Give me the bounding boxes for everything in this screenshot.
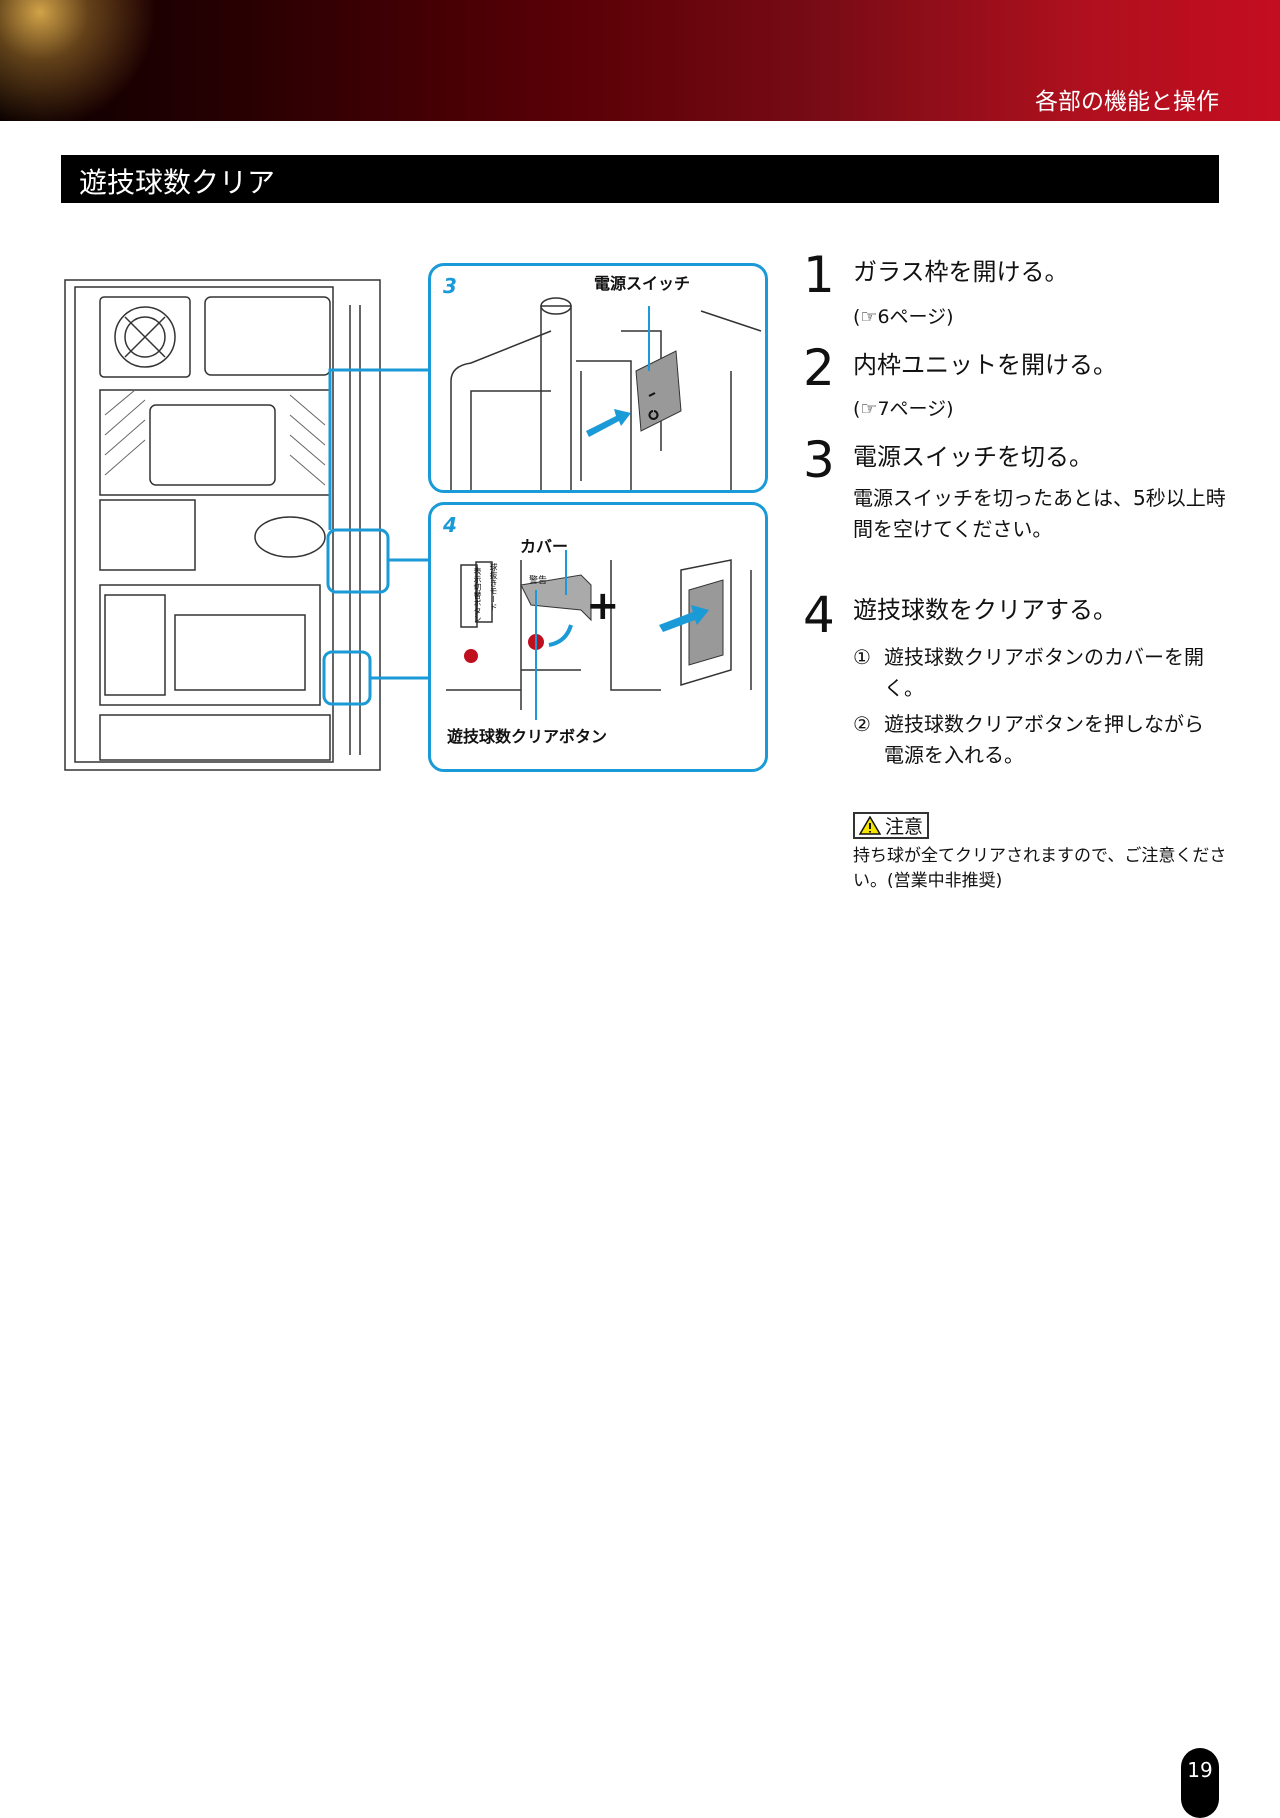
step-number: 4 <box>803 586 835 644</box>
page-reference[interactable]: (☞7ページ) <box>853 398 954 420</box>
power-switch-illustration <box>450 297 762 490</box>
step3-detail-panel: 3 電源スイッチ <box>428 263 768 493</box>
warning-tag: 警告 <box>529 576 548 586</box>
panel-number: 3 <box>443 274 457 298</box>
substep-marker: ② <box>853 712 871 736</box>
clear-button-label: 遊技球数クリアボタン <box>447 727 608 746</box>
substep-text: 遊技球数クリアボタンを押しながら電源を入れる。 <box>884 712 1204 767</box>
substep: ② 遊技球数クリアボタンを押しながら電源を入れる。 <box>853 709 1223 771</box>
step-number: 2 <box>803 339 835 397</box>
warning-triangle-icon <box>859 816 881 835</box>
step-number: 3 <box>803 431 835 489</box>
panel-number: 4 <box>443 513 457 537</box>
tag-display-switch: 表示切替ボタン <box>473 567 482 623</box>
caution-badge: 注意 <box>853 812 930 839</box>
caution-label: 注意 <box>885 816 924 838</box>
page-title: 遊技球数クリア <box>61 155 1219 203</box>
substep-marker: ① <box>853 645 871 669</box>
plus-sign: + <box>586 583 620 629</box>
step4-detail-panel: 4 カバー 遊技球数クリアボタン + 球抜きモード 表示切替ボタン 警告 <box>428 502 768 772</box>
page-number: 19 <box>1181 1748 1219 1818</box>
step-text: ガラス枠を開ける。 <box>853 258 1069 286</box>
substep: ① 遊技球数クリアボタンのカバーを開く。 <box>853 642 1223 704</box>
step-text: 遊技球数をクリアする。 <box>853 596 1117 624</box>
step-text: 電源スイッチを切る。 <box>853 443 1093 471</box>
step-text: 内枠ユニットを開ける。 <box>853 351 1117 379</box>
substep-text: 遊技球数クリアボタンのカバーを開く。 <box>884 645 1204 700</box>
step-number: 1 <box>803 246 835 304</box>
clear-button-illustration <box>446 550 752 720</box>
connector-lines <box>322 368 430 706</box>
section-title: 各部の機能と操作 <box>1035 89 1219 115</box>
caution-text: 持ち球が全てクリアされますので、ご注意ください。(営業中非推奨) <box>853 846 1227 891</box>
power-switch-label: 電源スイッチ <box>594 274 691 293</box>
cover-label: カバー <box>520 537 569 556</box>
gold-sparkle-decoration <box>0 0 200 121</box>
page-reference[interactable]: (☞6ページ) <box>853 306 954 328</box>
page-header: 各部の機能と操作 <box>0 0 1280 121</box>
tag-ball-mode: 球抜きモード <box>489 563 498 611</box>
step-body: 電源スイッチを切ったあとは、5秒以上時間を空けてください。 <box>853 486 1226 541</box>
